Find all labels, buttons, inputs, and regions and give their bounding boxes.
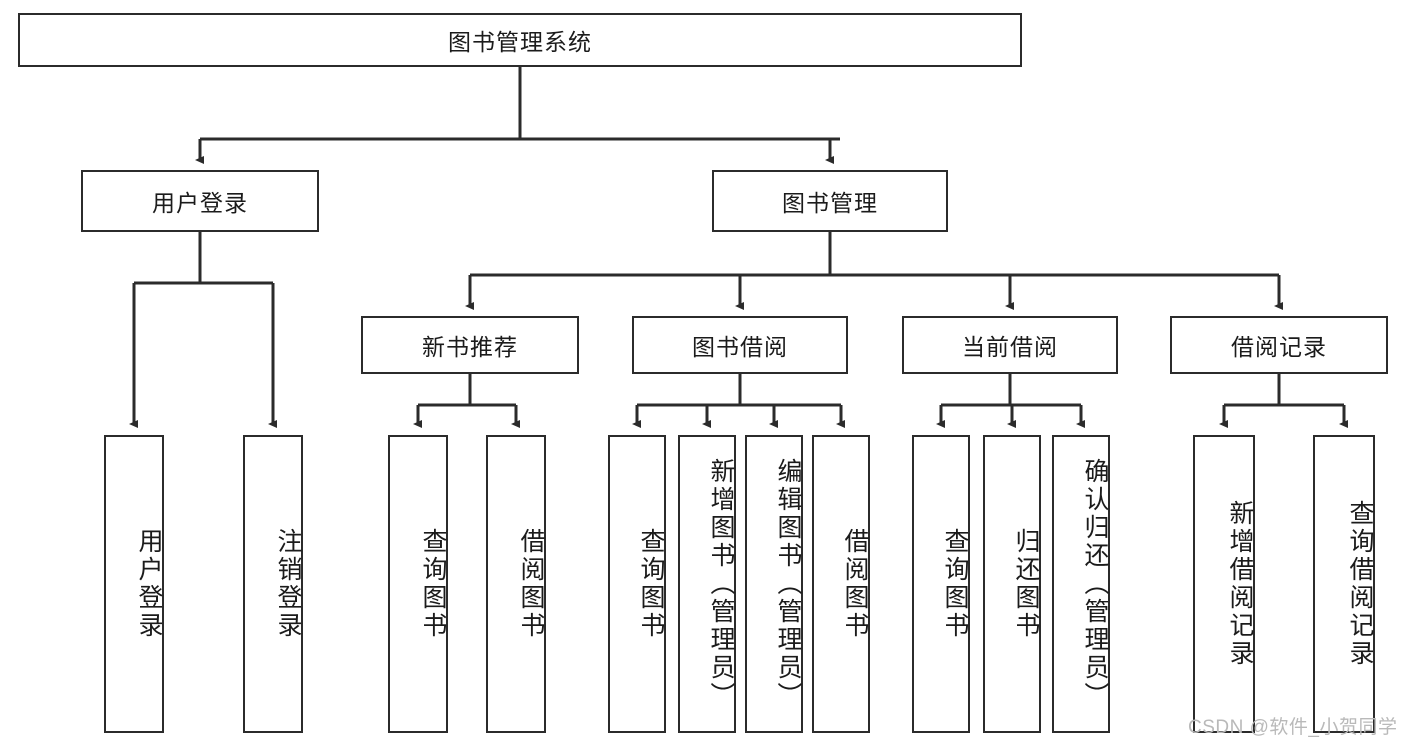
- node-label: 用户登录: [135, 528, 163, 640]
- node-label: 查询借阅记录: [1346, 500, 1374, 668]
- node-label: 当前借阅: [962, 334, 1058, 360]
- node-label: 新增借阅记录: [1226, 500, 1254, 668]
- leaf-confirm-return[interactable]: 确认归还（管理员）: [1052, 435, 1110, 733]
- node-current-borrow[interactable]: 当前借阅: [902, 316, 1118, 374]
- node-label: 图书借阅: [692, 334, 788, 360]
- node-label: 借阅记录: [1231, 334, 1327, 360]
- leaf-edit-book[interactable]: 编辑图书（管理员）: [745, 435, 803, 733]
- csdn-watermark: CSDN @软件_小贺同学: [1188, 717, 1398, 738]
- leaf-borrow-book-1[interactable]: 借阅图书: [486, 435, 546, 733]
- leaf-query-record[interactable]: 查询借阅记录: [1313, 435, 1375, 733]
- leaf-user-login[interactable]: 用户登录: [104, 435, 164, 733]
- node-label: 新增图书（管理员）: [707, 458, 735, 710]
- node-label: 用户登录: [152, 190, 248, 216]
- node-label: 图书管理: [782, 190, 878, 216]
- node-book-borrow[interactable]: 图书借阅: [632, 316, 848, 374]
- leaf-borrow-book-2[interactable]: 借阅图书: [812, 435, 870, 733]
- node-label: 注销登录: [274, 528, 302, 640]
- node-user-login[interactable]: 用户登录: [81, 170, 319, 232]
- leaf-logout[interactable]: 注销登录: [243, 435, 303, 733]
- node-borrow-record[interactable]: 借阅记录: [1170, 316, 1388, 374]
- node-label: 查询图书: [637, 528, 665, 640]
- node-label: 编辑图书（管理员）: [774, 458, 802, 710]
- leaf-query-book-2[interactable]: 查询图书: [608, 435, 666, 733]
- node-new-book-rec[interactable]: 新书推荐: [361, 316, 579, 374]
- node-label: 确认归还（管理员）: [1081, 458, 1109, 710]
- node-root[interactable]: 图书管理系统: [18, 13, 1022, 67]
- leaf-add-book[interactable]: 新增图书（管理员）: [678, 435, 736, 733]
- node-label: 查询图书: [941, 528, 969, 640]
- node-label: 归还图书: [1012, 528, 1040, 640]
- node-book-manage[interactable]: 图书管理: [712, 170, 948, 232]
- node-label: 查询图书: [419, 528, 447, 640]
- leaf-return-book[interactable]: 归还图书: [983, 435, 1041, 733]
- leaf-add-record[interactable]: 新增借阅记录: [1193, 435, 1255, 733]
- leaf-query-book-3[interactable]: 查询图书: [912, 435, 970, 733]
- node-label: 新书推荐: [422, 334, 518, 360]
- node-label: 图书管理系统: [448, 29, 592, 55]
- node-label: 借阅图书: [517, 528, 545, 640]
- leaf-query-book-1[interactable]: 查询图书: [388, 435, 448, 733]
- node-label: 借阅图书: [841, 528, 869, 640]
